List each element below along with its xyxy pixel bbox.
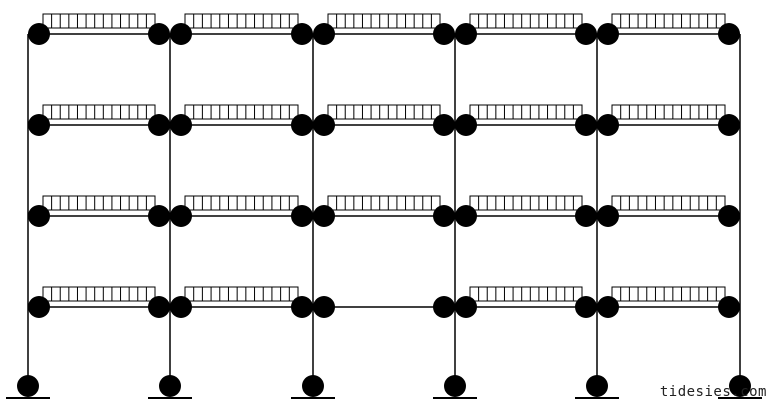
distributed-loads xyxy=(42,13,726,307)
hinge-floor1-bay5-left xyxy=(597,23,619,45)
distributed-load-floor1-bay4 xyxy=(469,13,583,34)
distributed-load-floor2-bay5 xyxy=(611,104,726,125)
hinge-floor1-bay4-right xyxy=(575,23,597,45)
load-block xyxy=(327,104,441,120)
hinge-floor1-bay1-left xyxy=(28,23,50,45)
hinge-floor4-bay2-right xyxy=(291,296,313,318)
load-block xyxy=(611,195,726,211)
hinge-floor3-bay1-left xyxy=(28,205,50,227)
hinge-floor2-bay2-left xyxy=(170,114,192,136)
distributed-load-floor3-bay3 xyxy=(327,195,441,216)
hinge-floor2-bay4-right xyxy=(575,114,597,136)
hinge-floor4-bay2-left xyxy=(170,296,192,318)
watermark-text: tidesies.com xyxy=(659,384,767,400)
hinge-floor2-bay5-left xyxy=(597,114,619,136)
hinge-floor4-bay5-right xyxy=(718,296,740,318)
hinge-floor1-bay1-right xyxy=(148,23,170,45)
load-block xyxy=(42,13,156,29)
load-block xyxy=(184,286,299,302)
support-hinge-3 xyxy=(302,375,324,397)
hinge-floor2-bay2-right xyxy=(291,114,313,136)
distributed-load-floor1-bay2 xyxy=(184,13,299,34)
hinge-floor3-bay2-left xyxy=(170,205,192,227)
distributed-load-floor1-bay5 xyxy=(611,13,726,34)
hinge-floor3-bay3-right xyxy=(433,205,455,227)
load-block xyxy=(469,104,583,120)
hinge-floor3-bay4-right xyxy=(575,205,597,227)
hinge-floor3-bay5-right xyxy=(718,205,740,227)
hinge-floor1-bay2-right xyxy=(291,23,313,45)
load-block xyxy=(611,286,726,302)
load-block xyxy=(469,286,583,302)
hinge-floor1-bay5-right xyxy=(718,23,740,45)
distributed-load-floor3-bay1 xyxy=(42,195,156,216)
support-hinge-4 xyxy=(444,375,466,397)
distributed-load-floor4-bay1 xyxy=(42,286,156,307)
supports xyxy=(6,375,762,399)
load-block xyxy=(42,286,156,302)
load-block xyxy=(611,13,726,29)
load-block xyxy=(184,195,299,211)
load-block xyxy=(327,13,441,29)
hinge-floor4-bay1-right xyxy=(148,296,170,318)
support-hinge-1 xyxy=(17,375,39,397)
columns xyxy=(27,34,741,386)
distributed-load-floor2-bay3 xyxy=(327,104,441,125)
distributed-load-floor4-bay5 xyxy=(611,286,726,307)
hinge-floor4-bay4-left xyxy=(455,296,477,318)
hinge-floor2-bay1-left xyxy=(28,114,50,136)
load-block xyxy=(611,104,726,120)
hinge-floor1-bay3-left xyxy=(313,23,335,45)
hinge-floor3-bay3-left xyxy=(313,205,335,227)
hinge-floor3-bay1-right xyxy=(148,205,170,227)
distributed-load-floor4-bay2 xyxy=(184,286,299,307)
hinge-floor1-bay2-left xyxy=(170,23,192,45)
hinge-floor4-bay1-left xyxy=(28,296,50,318)
hinge-floor1-bay3-right xyxy=(433,23,455,45)
support-hinge-2 xyxy=(159,375,181,397)
hinge-floor1-bay4-left xyxy=(455,23,477,45)
load-block xyxy=(469,195,583,211)
load-block xyxy=(327,195,441,211)
hinge-floor4-bay3-right xyxy=(433,296,455,318)
hinge-floor3-bay5-left xyxy=(597,205,619,227)
hinge-floor3-bay4-left xyxy=(455,205,477,227)
distributed-load-floor2-bay2 xyxy=(184,104,299,125)
distributed-load-floor3-bay5 xyxy=(611,195,726,216)
load-block xyxy=(42,195,156,211)
hinge-floor2-bay3-left xyxy=(313,114,335,136)
hinge-floor2-bay5-right xyxy=(718,114,740,136)
hinge-floor2-bay3-right xyxy=(433,114,455,136)
hinge-floor4-bay4-right xyxy=(575,296,597,318)
hinge-floor3-bay2-right xyxy=(291,205,313,227)
distributed-load-floor1-bay3 xyxy=(327,13,441,34)
beams xyxy=(28,33,740,308)
distributed-load-floor3-bay4 xyxy=(469,195,583,216)
distributed-load-floor2-bay4 xyxy=(469,104,583,125)
load-block xyxy=(469,13,583,29)
load-block xyxy=(42,104,156,120)
load-block xyxy=(184,104,299,120)
hinge-floor4-bay3-left xyxy=(313,296,335,318)
distributed-load-floor2-bay1 xyxy=(42,104,156,125)
hinge-floor2-bay4-left xyxy=(455,114,477,136)
hinge-floor2-bay1-right xyxy=(148,114,170,136)
plastic-hinges xyxy=(28,23,740,318)
distributed-load-floor1-bay1 xyxy=(42,13,156,34)
support-hinge-6 xyxy=(729,375,751,397)
distributed-load-floor4-bay4 xyxy=(469,286,583,307)
load-block xyxy=(184,13,299,29)
hinge-floor4-bay5-left xyxy=(597,296,619,318)
support-hinge-5 xyxy=(586,375,608,397)
distributed-load-floor3-bay2 xyxy=(184,195,299,216)
